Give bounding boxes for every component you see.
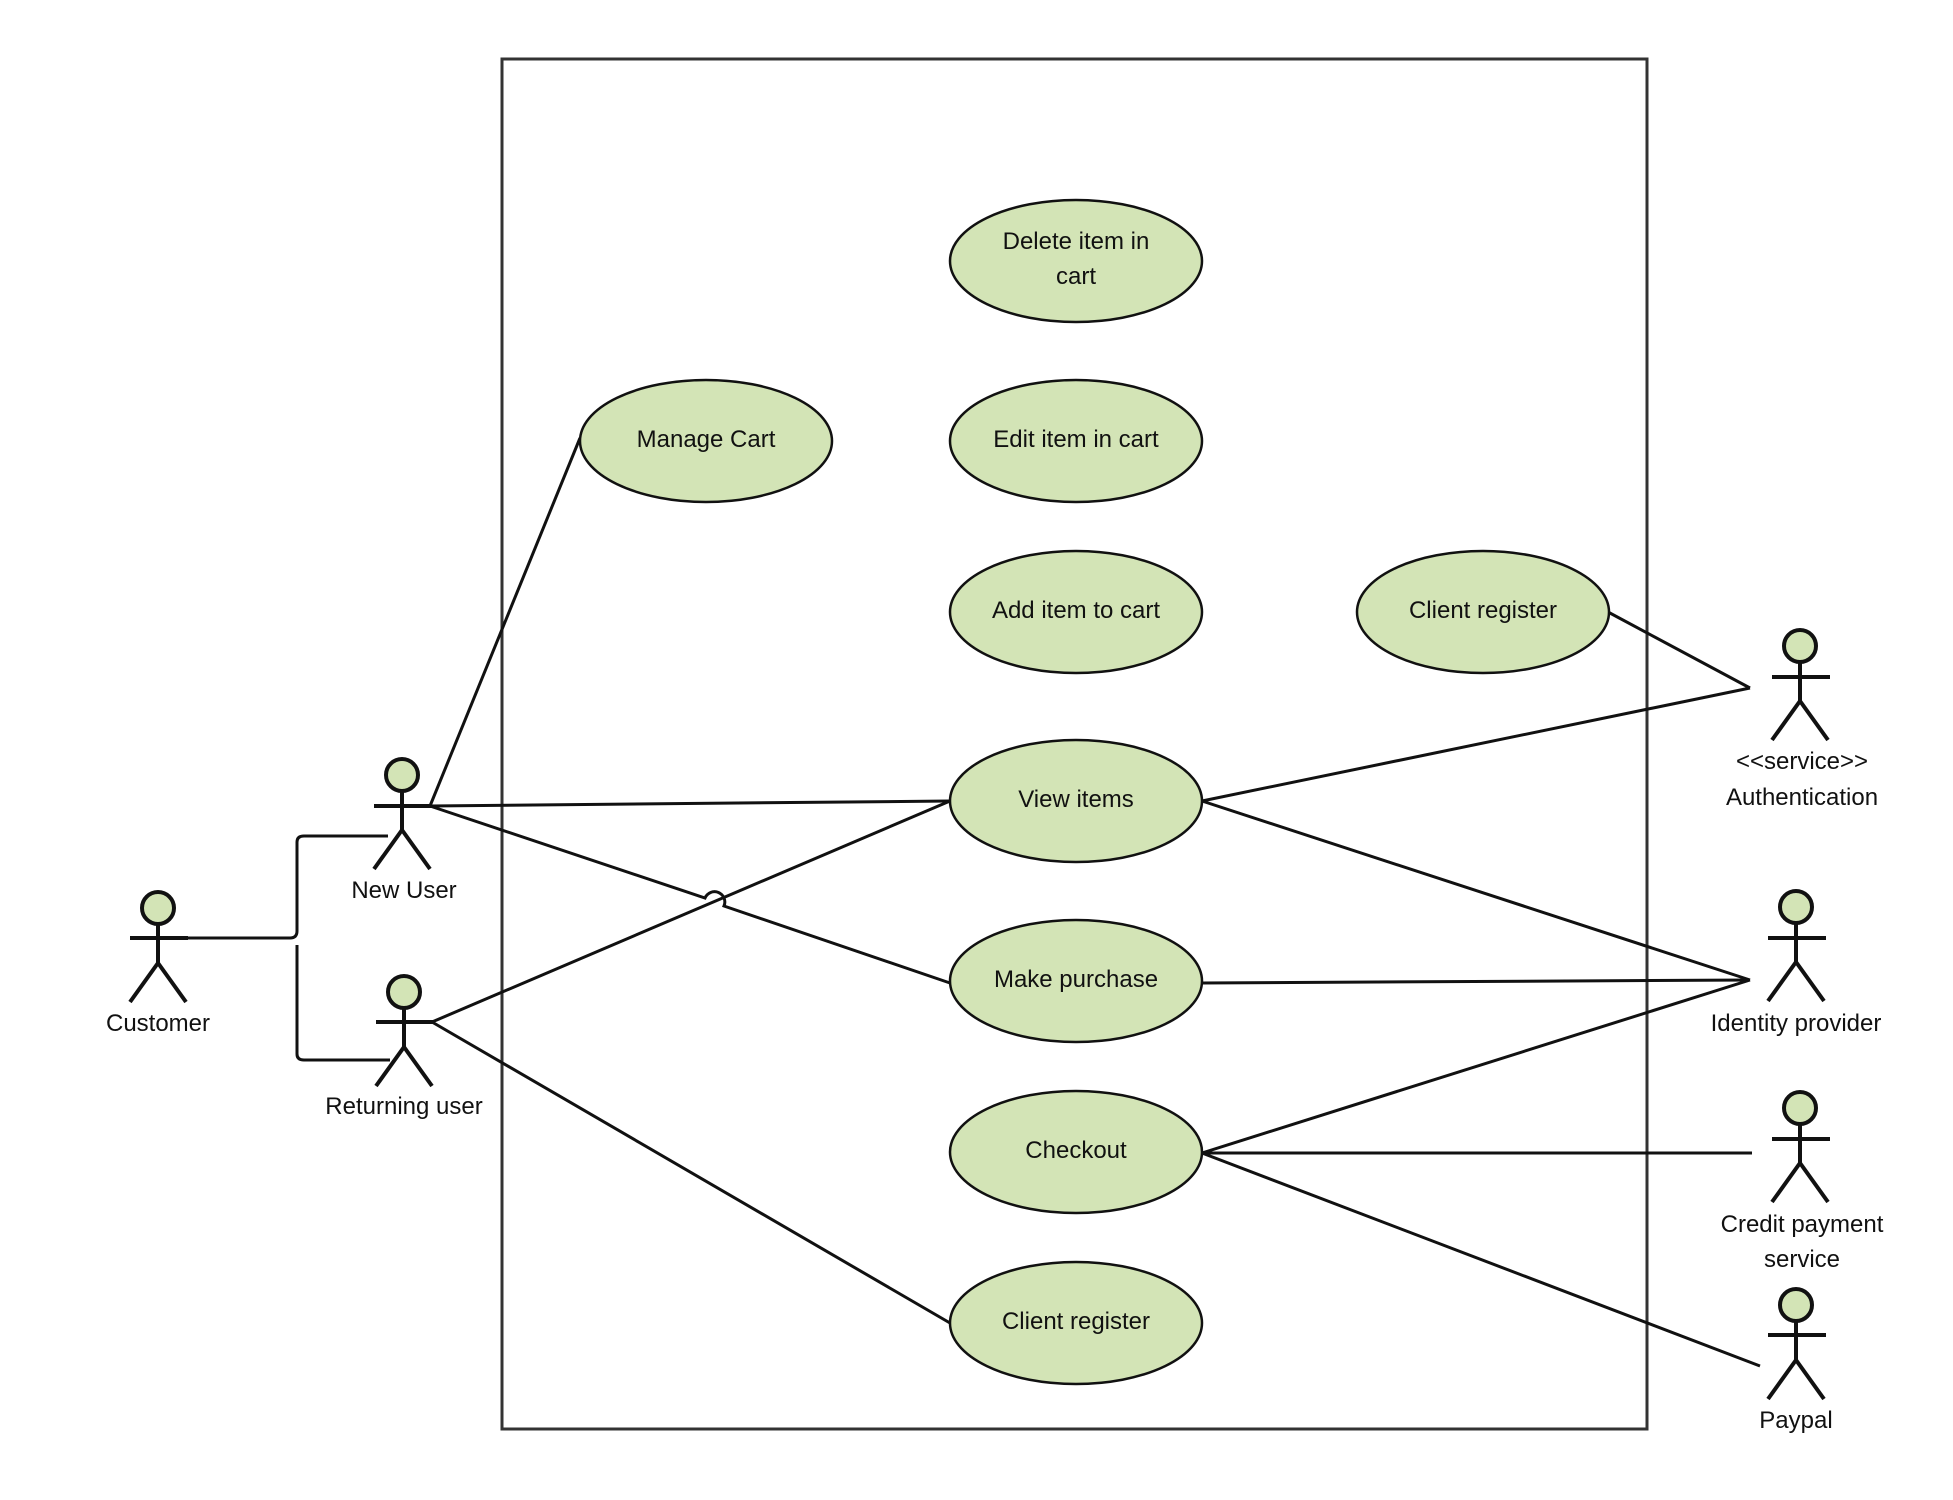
use-case-label-line2: cart (1056, 263, 1096, 290)
actor-icon (374, 974, 434, 1088)
actor-icon (1770, 628, 1830, 742)
actor-credit-payment-service[interactable]: Credit payment service (1721, 1090, 1884, 1273)
actor-label: New User (351, 877, 456, 904)
associations (188, 437, 1761, 1368)
actor-label-line1: Credit payment (1721, 1211, 1884, 1238)
actor-customer[interactable]: Customer (106, 890, 210, 1037)
actor-icon (1766, 1287, 1826, 1401)
assoc-viewitems-auth (1201, 686, 1751, 803)
use-case-client-register-bottom[interactable]: Client register (948, 1260, 1204, 1386)
use-case-ellipse (948, 378, 1204, 504)
use-case-add-item[interactable]: Add item to cart (948, 549, 1204, 675)
use-case-ellipse (1355, 549, 1611, 675)
use-case-label: View items (1018, 786, 1134, 813)
assoc-checkout-idp (1201, 978, 1751, 1155)
actor-icon (372, 757, 432, 871)
assoc-returning-clientregister (431, 1020, 951, 1325)
actor-label: Paypal (1759, 1407, 1832, 1434)
assoc-makepurchase-idp (1201, 978, 1751, 985)
use-case-make-purchase[interactable]: Make purchase (948, 918, 1204, 1044)
use-case-label: Client register (1409, 597, 1557, 624)
customer-generalization (188, 834, 390, 1062)
use-case-delete-item[interactable]: Delete item in cart (948, 198, 1204, 324)
use-case-ellipse (948, 1260, 1204, 1386)
actor-identity-provider[interactable]: Identity provider (1711, 889, 1882, 1037)
actor-icon (128, 890, 188, 1004)
actor-authentication[interactable]: <<service>> Authentication (1726, 628, 1878, 811)
use-case-manage-cart[interactable]: Manage Cart (578, 378, 834, 504)
use-case-client-register-top[interactable]: Client register (1355, 549, 1611, 675)
use-case-label: Make purchase (994, 966, 1158, 993)
assoc-viewitems-idp (1201, 799, 1751, 982)
use-case-label: Manage Cart (637, 426, 776, 453)
actor-label: Authentication (1726, 784, 1878, 811)
assoc-returning-viewitems (431, 799, 951, 1024)
use-case-label: Checkout (1025, 1137, 1127, 1164)
use-case-label-line1: Delete item in (1003, 228, 1150, 255)
actor-stereotype: <<service>> (1736, 748, 1868, 775)
assoc-newuser-makepurchase (429, 804, 951, 985)
actor-returning-user[interactable]: Returning user (325, 974, 483, 1120)
assoc-clientregister-auth (1607, 610, 1751, 690)
actor-label: Customer (106, 1010, 210, 1037)
use-case-ellipse (948, 918, 1204, 1044)
assoc-newuser-managecart (428, 437, 582, 807)
actor-icon (1766, 889, 1826, 1003)
use-case-ellipse (578, 378, 834, 504)
use-case-ellipse (948, 549, 1204, 675)
use-case-label: Client register (1002, 1308, 1150, 1335)
actor-label-line2: service (1764, 1246, 1840, 1273)
use-case-label: Edit item in cart (993, 426, 1159, 453)
use-case-view-items[interactable]: View items (948, 738, 1204, 864)
actor-new-user[interactable]: New User (351, 757, 457, 904)
actor-paypal[interactable]: Paypal (1759, 1287, 1833, 1434)
use-case-checkout[interactable]: Checkout (948, 1089, 1204, 1215)
assoc-newuser-viewitems (429, 799, 951, 808)
system-boundary (500, 57, 1649, 1431)
use-case-edit-item[interactable]: Edit item in cart (948, 378, 1204, 504)
actor-label: Identity provider (1711, 1010, 1882, 1037)
use-case-label: Add item to cart (992, 597, 1160, 624)
use-case-ellipse (948, 738, 1204, 864)
actor-icon (1770, 1090, 1830, 1204)
use-case-ellipse (948, 198, 1204, 324)
actor-label: Returning user (325, 1093, 482, 1120)
use-case-ellipse (948, 1089, 1204, 1215)
assoc-checkout-paypal (1201, 1151, 1761, 1368)
